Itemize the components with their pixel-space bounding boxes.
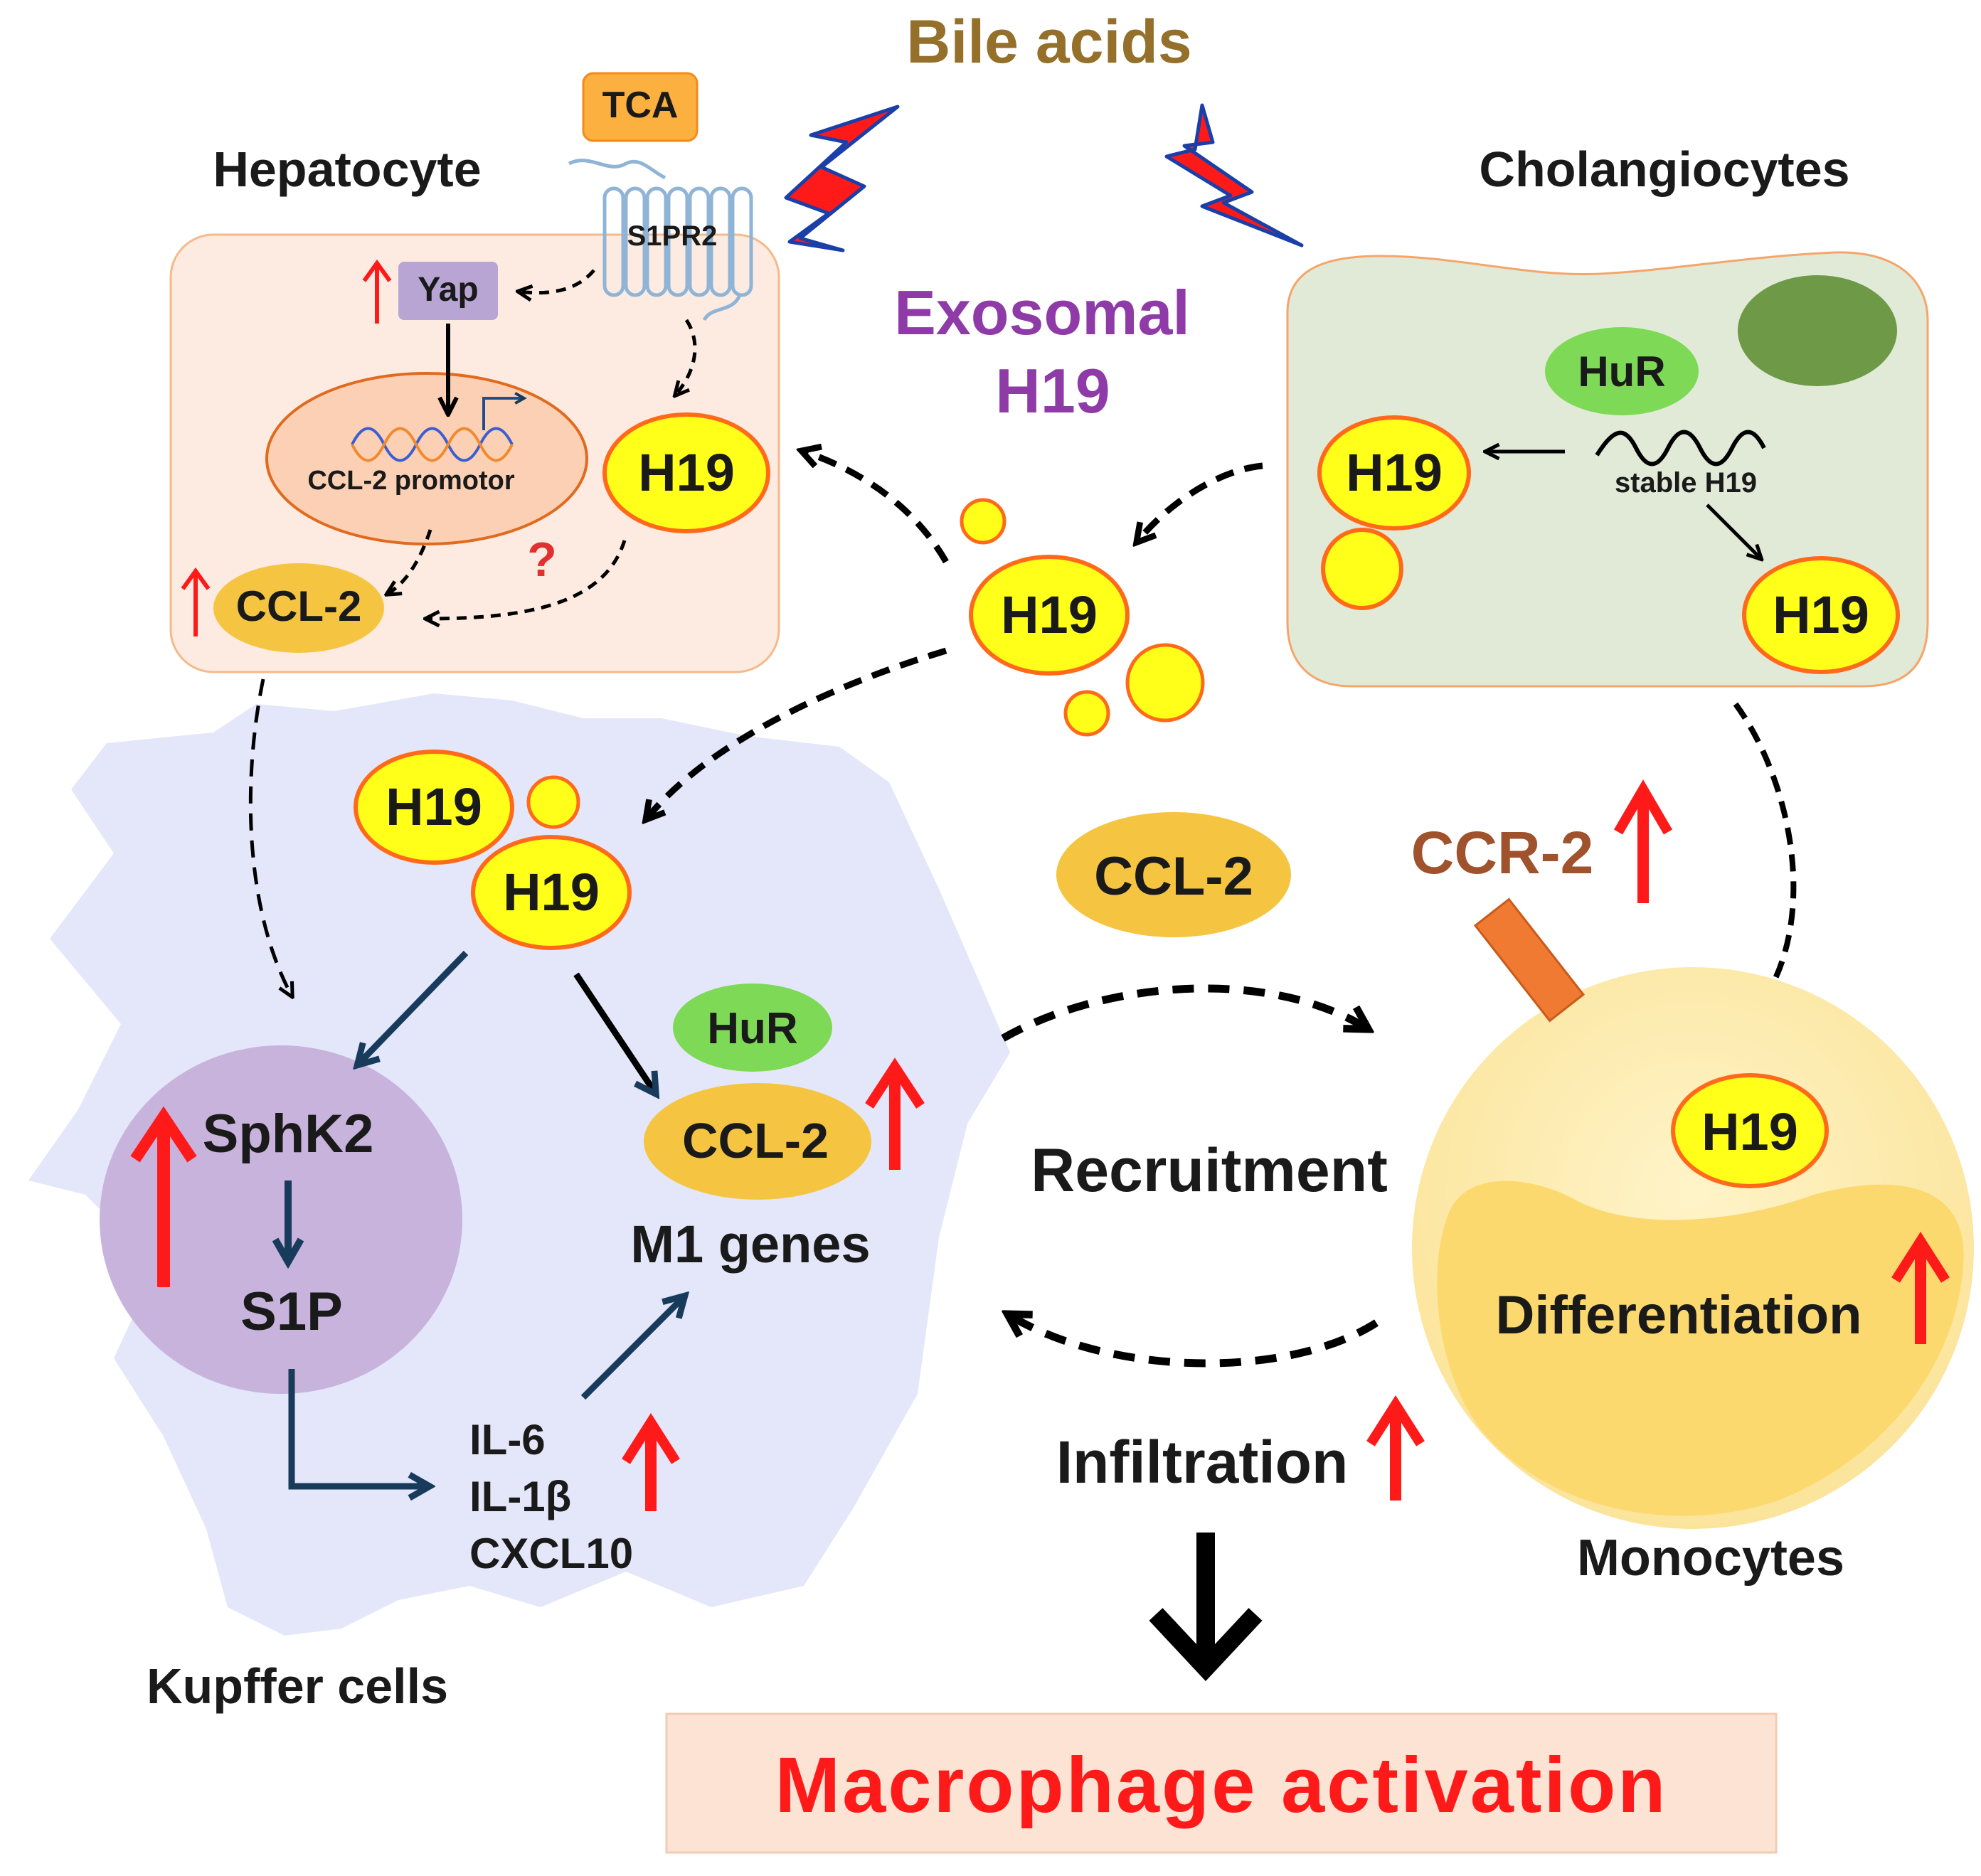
arrow-s1pr2-yap bbox=[519, 269, 595, 293]
kupffer-hur-label: HuR bbox=[707, 1004, 797, 1053]
cholangiocyte-vesicle-small bbox=[1321, 528, 1403, 610]
yap-up-arrow-head bbox=[362, 259, 392, 282]
exosomal-label-line2: H19 bbox=[995, 356, 1110, 426]
cholangiocyte-h19-left bbox=[1317, 415, 1471, 531]
cxcl10-label: CXCL10 bbox=[469, 1530, 633, 1577]
yap-box bbox=[398, 262, 498, 320]
lightning-left-icon bbox=[784, 105, 900, 252]
il1b-label: IL-1β bbox=[469, 1473, 571, 1520]
sphk2-compartment bbox=[100, 1045, 462, 1394]
cholangiocyte-nucleus bbox=[1738, 275, 1897, 386]
arrow-chol-to-monocyte bbox=[1733, 702, 1797, 1010]
red-up-arrows bbox=[130, 779, 1950, 1511]
cholangiocyte-h19-right-label: H19 bbox=[1773, 585, 1869, 644]
monocyte-nucleus bbox=[1437, 1181, 1964, 1516]
exosomal-h19-vesicle bbox=[969, 555, 1130, 676]
arrow-chol-to-exosome bbox=[1138, 462, 1263, 540]
dna-helix-icon bbox=[351, 427, 514, 462]
hepatocyte-h19-label: H19 bbox=[638, 443, 735, 502]
hepatocyte-ccl2-label: CCL-2 bbox=[236, 582, 362, 630]
arrow-s1p-il bbox=[288, 1369, 427, 1486]
sphk2-label: SphK2 bbox=[203, 1104, 374, 1164]
promoter-label: CCL-2 promotor bbox=[307, 466, 515, 496]
hepatocyte-h19-vesicle bbox=[602, 412, 770, 533]
m1-genes-label: M1 genes bbox=[630, 1215, 870, 1274]
arrow-h19-m1 bbox=[573, 972, 654, 1092]
lightning-right-icon bbox=[1164, 103, 1304, 247]
arrow-infiltration bbox=[1010, 1316, 1379, 1368]
arrow-exosome-to-hepatocyte bbox=[804, 452, 949, 564]
transcription-start-icon bbox=[482, 398, 523, 430]
exosome-small-bottom bbox=[1063, 690, 1110, 737]
ccl2-up-arrow-head bbox=[181, 567, 211, 590]
kupffer-h19-bottom-label: H19 bbox=[503, 863, 600, 922]
kupffer-h19-bottom bbox=[471, 835, 632, 950]
arrow-promoter-ccl2 bbox=[388, 529, 432, 594]
cholangiocyte-hur-label: HuR bbox=[1578, 348, 1665, 395]
kupffer-vesicle-small bbox=[526, 775, 580, 829]
cholangiocytes-label: Cholangiocytes bbox=[1479, 142, 1849, 197]
arrow-il-m1 bbox=[580, 1298, 683, 1400]
monocyte-h19-label: H19 bbox=[1701, 1102, 1798, 1161]
cholangiocyte-h19-right bbox=[1742, 556, 1900, 674]
infiltration-label: Infiltration bbox=[1056, 1429, 1349, 1496]
bile-acids-title: Bile acids bbox=[906, 8, 1192, 76]
arrow-rna-h19-right bbox=[1706, 503, 1760, 558]
s1pr2-label: S1PR2 bbox=[627, 220, 718, 252]
arrow-recruitment bbox=[1001, 984, 1366, 1042]
arrow-h19-ccl2 bbox=[427, 540, 627, 619]
cholangiocyte-h19-left-label: H19 bbox=[1346, 443, 1443, 502]
kupffer-ccl2-oval bbox=[644, 1083, 871, 1200]
hepatocyte-label: Hepatocyte bbox=[213, 142, 481, 197]
middle-ccl2-label: CCL-2 bbox=[1094, 846, 1253, 907]
ccr2-label: CCR-2 bbox=[1411, 819, 1594, 886]
exosome-medium bbox=[1125, 643, 1205, 723]
tca-label: TCA bbox=[602, 85, 679, 126]
stable-h19-label: stable H19 bbox=[1615, 467, 1757, 499]
macrophage-box bbox=[665, 1712, 1778, 1854]
hepatocyte-ccl2-oval bbox=[213, 563, 384, 653]
macrophage-activation-label: Macrophage activation bbox=[775, 1742, 1668, 1829]
s1p-label: S1P bbox=[240, 1281, 343, 1342]
arrow-exosome-to-kupffer bbox=[647, 647, 947, 818]
exosomal-label-line1: Exosomal bbox=[894, 277, 1190, 348]
arrow-s1pr2-h19 bbox=[676, 319, 697, 395]
yap-label: Yap bbox=[418, 271, 478, 309]
cholangiocyte-hur bbox=[1545, 327, 1699, 415]
kupffer-h19-top-label: H19 bbox=[386, 777, 482, 836]
recruitment-label: Recruitment bbox=[1031, 1136, 1388, 1205]
kupffer-cell-body bbox=[28, 693, 1010, 1636]
exosomal-h19-label: H19 bbox=[1001, 585, 1098, 644]
tca-box bbox=[582, 72, 699, 142]
exosome-small-top bbox=[960, 498, 1007, 545]
kupffer-ccl2-label: CCL-2 bbox=[682, 1113, 829, 1168]
arrow-hepatocyte-to-kupffer bbox=[248, 678, 292, 996]
kupffer-cells-label: Kupffer cells bbox=[147, 1658, 448, 1714]
monocytes-label: Monocytes bbox=[1577, 1530, 1844, 1587]
question-mark: ? bbox=[527, 533, 557, 587]
il6-label: IL-6 bbox=[469, 1416, 546, 1464]
s1pr2-receptor-icon bbox=[568, 159, 753, 321]
monocyte-h19-vesicle bbox=[1671, 1073, 1829, 1188]
arrow-h19-sphk2 bbox=[359, 950, 469, 1063]
middle-ccl2-oval bbox=[1056, 812, 1291, 937]
ccr2-receptor bbox=[1473, 897, 1586, 1023]
kupffer-hur bbox=[673, 984, 832, 1072]
kupffer-h19-top bbox=[354, 750, 514, 865]
stable-h19-rna-icon bbox=[1595, 430, 1766, 467]
arrow-down-head bbox=[1149, 1608, 1263, 1682]
differentiation-label: Differentiation bbox=[1495, 1285, 1861, 1345]
